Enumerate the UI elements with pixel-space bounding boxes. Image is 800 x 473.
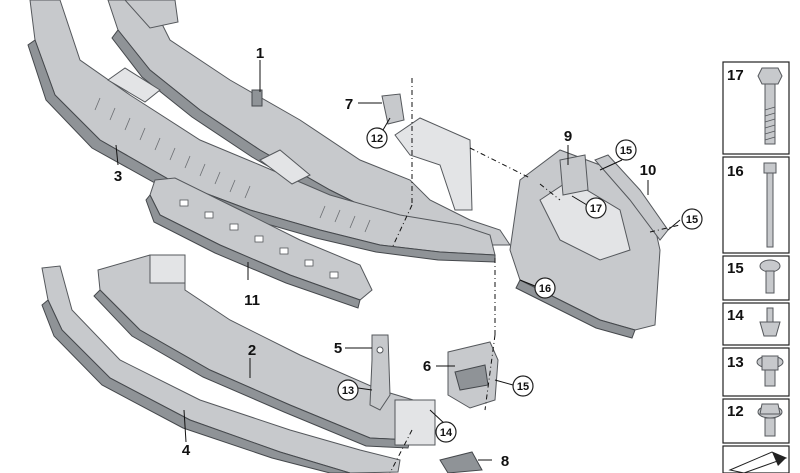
callout-8: 8 xyxy=(501,453,509,470)
leader-lines xyxy=(115,60,681,461)
lattice-bracket-part-11 xyxy=(145,177,373,309)
callout-16: 16 xyxy=(539,283,551,295)
callout-5: 5 xyxy=(334,340,342,357)
callout-6: 6 xyxy=(423,358,431,375)
sidebar-cell-14: 14 xyxy=(722,302,790,346)
sidebar-label-14: 14 xyxy=(727,307,744,324)
callout-16-circle: 16 xyxy=(534,277,556,299)
callout-11: 11 xyxy=(244,292,260,309)
callout-17-circle: 17 xyxy=(585,197,607,219)
sidebar-label-17: 17 xyxy=(727,67,744,84)
expanding-rivet-icon xyxy=(759,307,781,337)
callout-9: 9 xyxy=(564,128,572,145)
sidebar-label-16: 16 xyxy=(727,163,744,180)
callout-14-circle: 14 xyxy=(435,421,457,443)
collar-nut-icon xyxy=(756,355,784,387)
fastener-sidebar: 17 16 15 xyxy=(722,61,790,473)
sidebar-cell-12: 12 xyxy=(722,398,790,444)
bracket-part-5 xyxy=(369,334,391,411)
flange-bolt-icon xyxy=(757,67,783,145)
sidebar-label-15: 15 xyxy=(727,260,744,277)
bracket-assembly-part-9 xyxy=(509,149,661,339)
lower-rail-part-4 xyxy=(41,265,401,473)
torx-screw-icon xyxy=(759,259,781,294)
long-bolt-icon xyxy=(763,162,777,248)
callout-15-circle-c: 15 xyxy=(512,375,534,397)
clip-part-7 xyxy=(381,93,405,125)
callout-15-circle-b: 15 xyxy=(681,208,703,230)
callout-13: 13 xyxy=(342,385,354,397)
sidebar-cell-16: 16 xyxy=(722,156,790,254)
bracket-part-6 xyxy=(447,341,499,409)
callout-7: 7 xyxy=(345,96,353,113)
callout-12: 12 xyxy=(371,133,383,145)
callout-15: 15 xyxy=(620,145,632,157)
callout-17: 17 xyxy=(590,203,602,215)
callout-15: 15 xyxy=(517,381,529,393)
assembly-lines xyxy=(389,78,681,473)
cap-part-8 xyxy=(439,451,483,473)
sidebar-label-13: 13 xyxy=(727,354,744,371)
bumper-carrier-part-1 xyxy=(107,0,511,253)
sidebar-cell-17: 17 xyxy=(722,61,790,155)
callout-15-circle-a: 15 xyxy=(615,139,637,161)
sidebar-label-12: 12 xyxy=(727,403,744,420)
callout-13-circle: 13 xyxy=(337,379,359,401)
callout-3: 3 xyxy=(114,168,122,185)
callout-12-circle: 12 xyxy=(366,127,388,149)
callout-15: 15 xyxy=(686,214,698,226)
energy-absorber-part-3 xyxy=(27,0,496,263)
callout-2: 2 xyxy=(248,342,256,359)
callout-4: 4 xyxy=(182,442,191,459)
callout-14: 14 xyxy=(440,427,453,439)
callout-10: 10 xyxy=(640,162,657,179)
sidebar-cell-15: 15 xyxy=(722,255,790,301)
callout-1: 1 xyxy=(256,45,264,62)
sidebar-cell-13: 13 xyxy=(722,347,790,397)
hex-flange-nut-icon xyxy=(757,403,783,437)
sidebar-cell-arrow xyxy=(722,445,790,473)
direction-arrow-icon xyxy=(728,451,788,473)
